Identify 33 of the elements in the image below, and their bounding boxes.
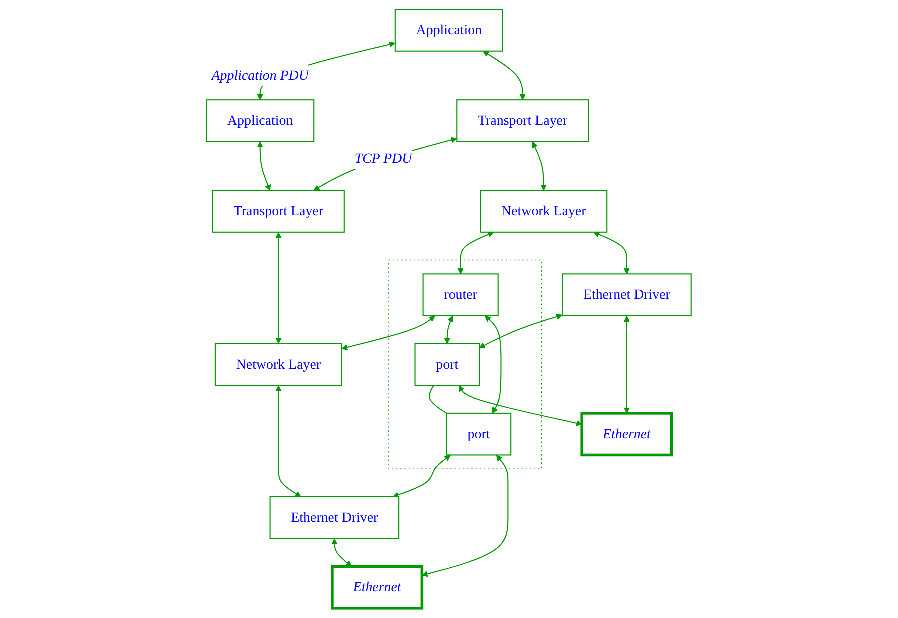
- arrow: [276, 232, 282, 344]
- edge-label: Application PDU: [212, 68, 309, 84]
- node-box: Application: [394, 9, 504, 52]
- node-box: port: [414, 343, 480, 386]
- node-box: Network Layer: [480, 190, 608, 233]
- node-box: Network Layer: [214, 343, 342, 386]
- node-box: Ethernet Driver: [270, 496, 400, 540]
- node-box: Transport Layer: [212, 190, 345, 233]
- node-box: Ethernet Driver: [562, 274, 692, 316]
- connector: [429, 385, 448, 414]
- arrow: [422, 455, 509, 578]
- arrow: [458, 232, 494, 274]
- arrow: [392, 455, 451, 498]
- node-box: Ethernet: [580, 412, 674, 457]
- node-box: port: [446, 412, 512, 456]
- arrow: [459, 386, 582, 426]
- node-box: Application: [206, 100, 315, 142]
- node-box: Transport Layer: [456, 100, 590, 142]
- edge-label: TCP PDU: [354, 151, 412, 166]
- node-box: router: [422, 274, 499, 316]
- arrow: [479, 314, 563, 348]
- arrow: [532, 142, 547, 191]
- arrow: [276, 386, 302, 498]
- arrow: [332, 538, 352, 567]
- arrow: [257, 142, 272, 191]
- arrow: [483, 51, 526, 100]
- arrow: [342, 316, 436, 351]
- arrow: [314, 137, 458, 191]
- node-box: Ethernet: [331, 565, 424, 610]
- arrow: [594, 232, 630, 274]
- arrow: [485, 316, 502, 414]
- arrow: [444, 316, 454, 344]
- arrow: [624, 316, 630, 414]
